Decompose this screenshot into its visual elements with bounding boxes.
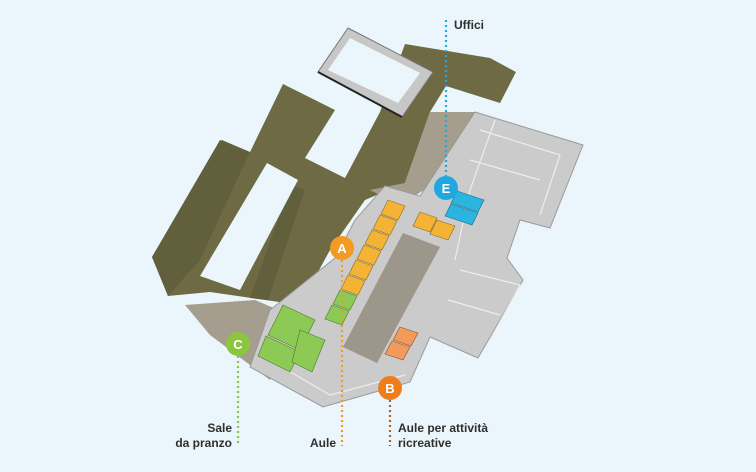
marker-b[interactable]: B	[378, 376, 402, 400]
label-uffici: Uffici	[454, 18, 484, 32]
label-aule: Aule	[309, 436, 336, 450]
leader-lines	[236, 20, 448, 446]
label-line: ricreative	[398, 436, 452, 450]
courtyard-left	[200, 163, 298, 290]
label-sale-da-pranzo: Sale da pranzo	[175, 421, 232, 451]
label-line: Sale	[207, 421, 232, 435]
svg-text:B: B	[385, 381, 394, 396]
svg-text:E: E	[442, 181, 451, 196]
marker-a[interactable]: A	[330, 236, 354, 260]
gravel-area-north	[370, 112, 475, 205]
main-building	[249, 111, 584, 408]
svg-text:A: A	[337, 241, 347, 256]
top-building	[317, 27, 434, 118]
marker-e[interactable]: E	[434, 176, 458, 200]
label-line: Aule per attività	[398, 421, 489, 435]
marker-c[interactable]: C	[226, 332, 250, 356]
label-line: da pranzo	[175, 436, 232, 450]
central-courtyard	[343, 233, 440, 363]
label-aule-ricreative: Aule per attività ricreative	[398, 421, 488, 451]
svg-text:C: C	[233, 337, 243, 352]
